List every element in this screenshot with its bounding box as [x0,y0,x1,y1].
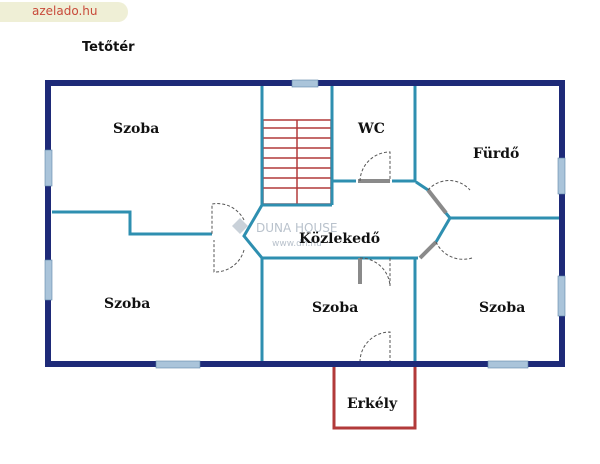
room-label-szoba-bottom-left: Szoba [104,296,150,312]
floor-title: Tetőtér [82,40,135,55]
room-label-szoba-top-left: Szoba [113,121,159,137]
source-site-link[interactable]: azelado.hu [32,4,98,18]
watermark: DUNA HOUSE www.dh.hu [232,218,337,249]
room-label-szoba-center: Szoba [312,300,358,316]
watermark-brand: DUNA HOUSE [256,221,337,235]
room-label-kozlekedo: Közlekedő [299,231,380,247]
room-label-furdo: Fürdő [473,146,519,162]
windows [44,79,566,369]
source-badge[interactable]: azelado.hu [0,2,128,22]
balcony-outline [332,362,417,430]
door-leaves [358,179,448,284]
inner-walls [52,84,560,362]
room-label-wc: WC [357,121,385,137]
watermark-url: www.dh.hu [272,239,322,249]
staircase [262,119,332,205]
door-arcs [211,151,473,363]
room-label-szoba-right: Szoba [479,300,525,316]
room-label-erkely: Erkély [347,396,398,412]
watermark-logo-icon [232,218,248,234]
